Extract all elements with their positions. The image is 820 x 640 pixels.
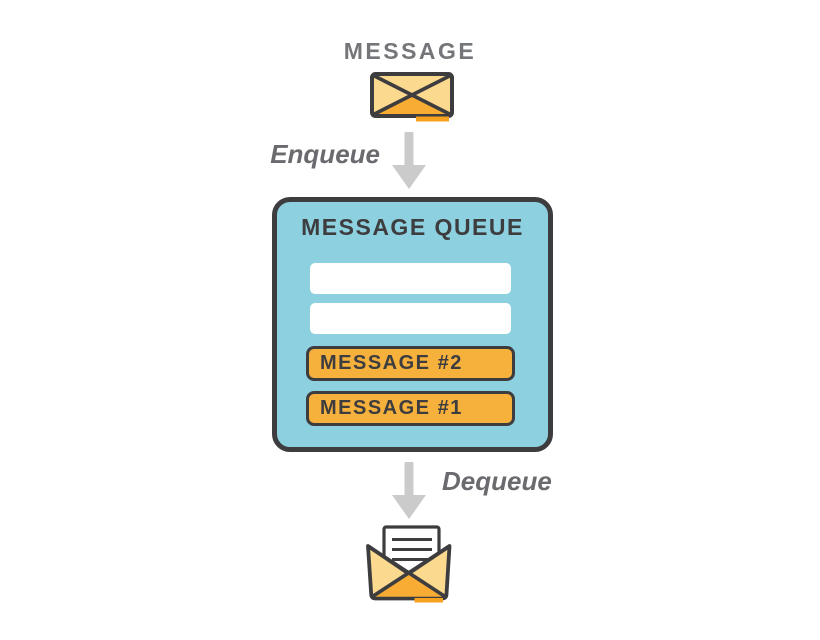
enqueue-arrow-down-icon [392, 132, 426, 189]
open-envelope-with-letter-icon [366, 525, 452, 603]
message-queue-box: MESSAGE QUEUE MESSAGE #2 MESSAGE #1 [272, 197, 553, 452]
queue-slot-message-1: MESSAGE #1 [306, 391, 515, 426]
dequeue-label: Dequeue [442, 466, 552, 496]
queue-slot-message-2: MESSAGE #2 [306, 346, 515, 381]
dequeue-arrow-down-icon [392, 462, 426, 519]
message-queue-title: MESSAGE QUEUE [301, 214, 524, 240]
closed-envelope-icon [370, 72, 454, 122]
message-heading: MESSAGE [343, 38, 477, 64]
queue-slot-empty-1 [310, 263, 511, 294]
queue-slot-empty-2 [310, 303, 511, 334]
enqueue-label: Enqueue [270, 139, 380, 169]
